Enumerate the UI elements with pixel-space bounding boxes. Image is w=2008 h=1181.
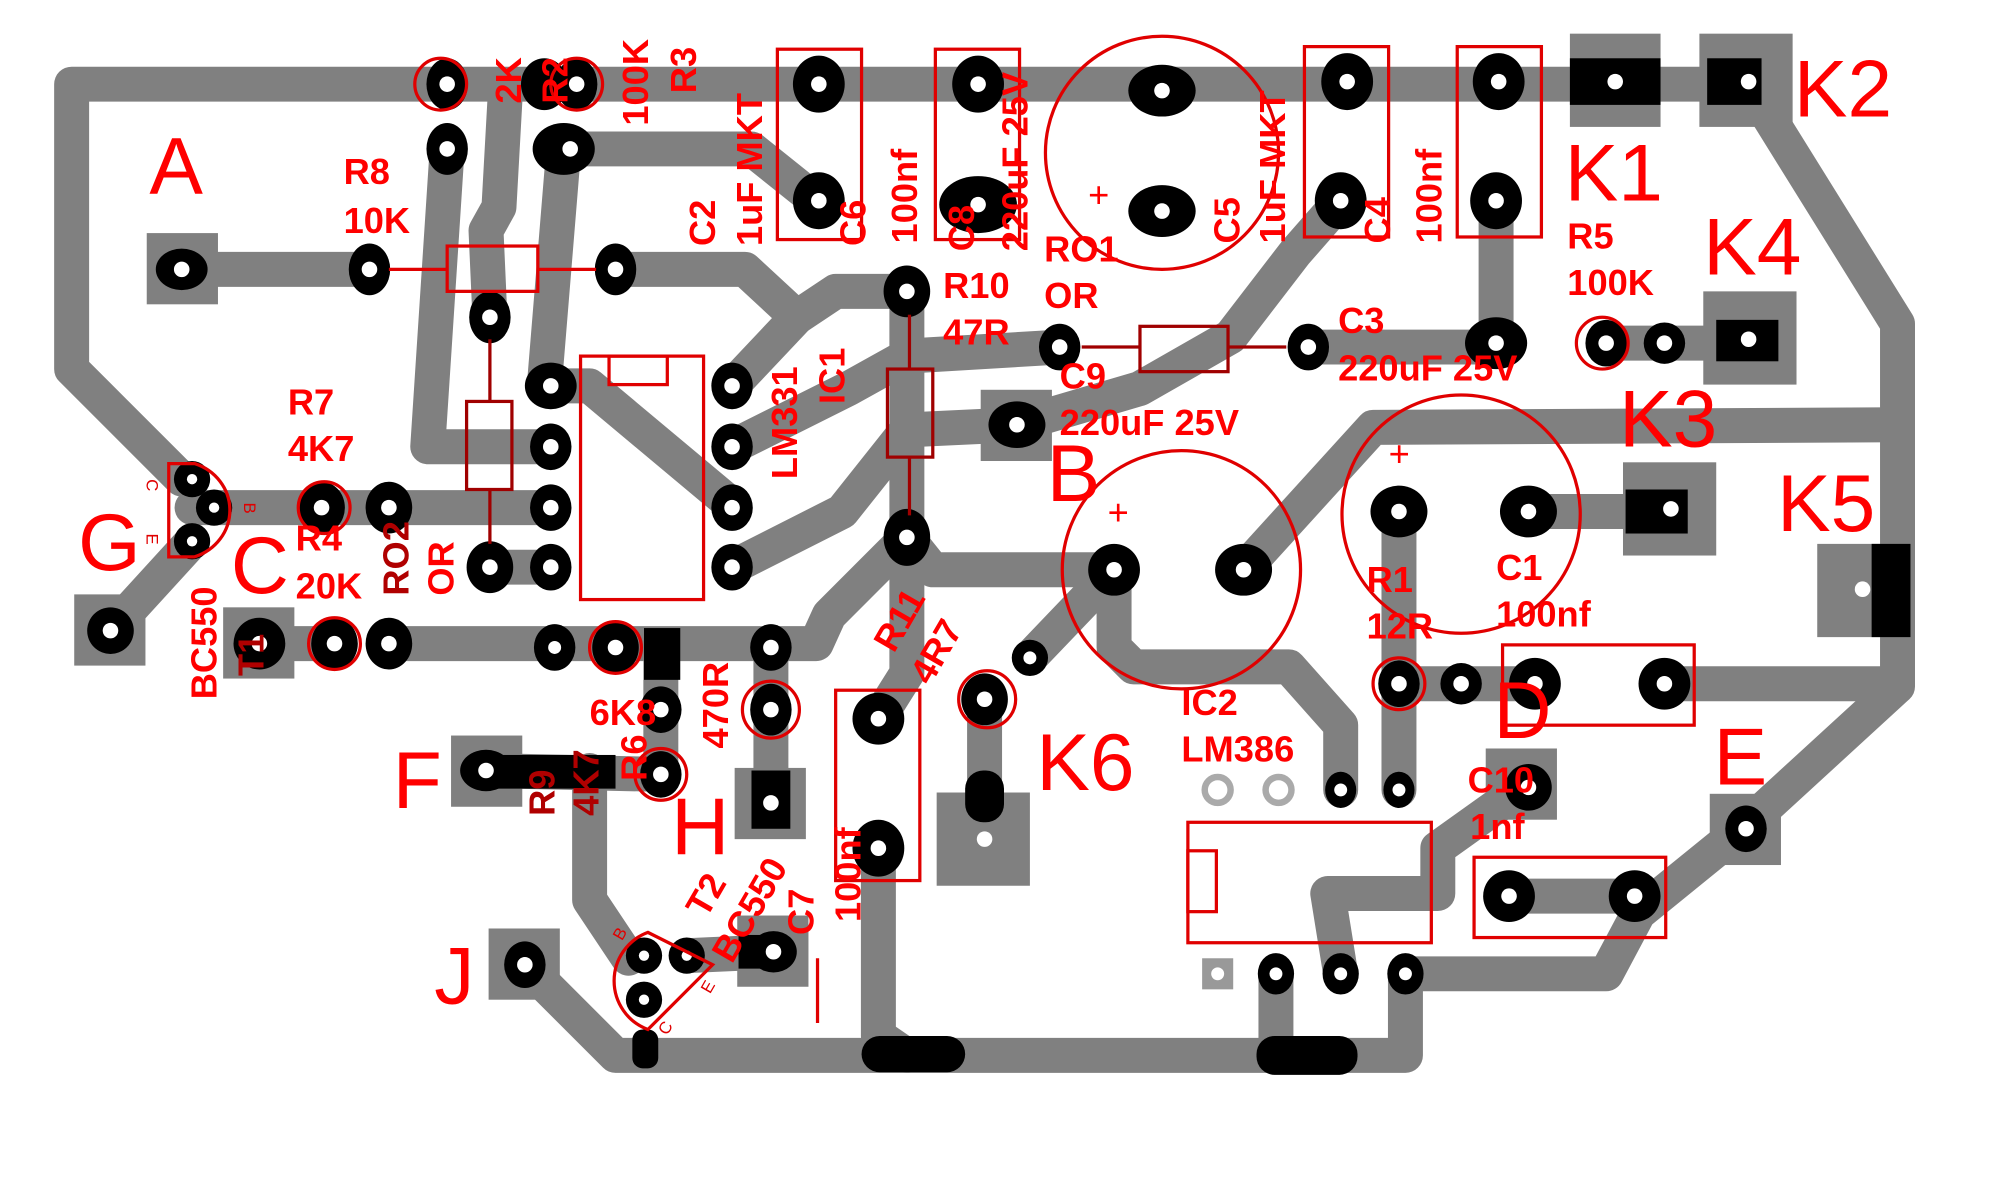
silkscreen-label: 4K7 xyxy=(288,428,355,469)
silkscreen-label: T1 xyxy=(230,634,271,676)
silkscreen-label: 100nf xyxy=(1409,148,1450,244)
silkscreen-label: 1uF MKT xyxy=(729,93,770,246)
silkscreen-label: C xyxy=(143,479,162,491)
silkscreen-label: 470R xyxy=(695,662,736,749)
silkscreen-label: 4K7 xyxy=(566,749,607,816)
silkscreen-label: IC1 xyxy=(812,348,853,404)
pads xyxy=(87,53,1911,1075)
connector-labels: A G C F H J B K6 D E K1 K2 K4 K3 K5 I xyxy=(78,45,1892,1022)
silkscreen-label: R6 xyxy=(614,735,655,781)
silkscreen-label: 47R xyxy=(943,311,1010,352)
silkscreen-label: C3 xyxy=(1338,300,1384,341)
silkscreen-label: OR xyxy=(1044,275,1098,316)
label-k1: K1 xyxy=(1565,129,1663,219)
silkscreen-label: 2K xyxy=(488,57,529,103)
label-j: J xyxy=(434,932,474,1022)
silkscreen-label: B xyxy=(240,502,259,513)
silkscreen-label: 100nf xyxy=(1496,594,1592,635)
silkscreen-label: 220uF 25V xyxy=(1060,402,1239,443)
silkscreen-label: R8 xyxy=(344,151,390,192)
silkscreen-label: 100K xyxy=(1567,262,1654,303)
silkscreen-label: R1 xyxy=(1367,559,1413,600)
silkscreen-label: R4 xyxy=(296,517,342,558)
silkscreen-label: 220uF 25V xyxy=(1338,348,1517,389)
label-k2: K2 xyxy=(1794,45,1892,135)
label-d: D xyxy=(1493,666,1551,756)
silkscreen-label: + xyxy=(1088,174,1109,215)
silkscreen-label: IC2 xyxy=(1181,682,1237,723)
silkscreen-label: 100nf xyxy=(884,148,925,244)
silkscreen-label: R3 xyxy=(663,47,704,93)
label-f: F xyxy=(393,736,442,826)
label-k3: K3 xyxy=(1619,375,1717,465)
silkscreen-label: 20K xyxy=(296,565,363,606)
silkscreen-label: 6K8 xyxy=(590,692,657,733)
silkscreen xyxy=(167,34,1696,1032)
silkscreen-label: R7 xyxy=(288,381,334,422)
silkscreen-label: LM386 xyxy=(1181,728,1294,769)
silkscreen-label: 100K xyxy=(615,39,656,126)
silkscreen-label: E xyxy=(143,534,162,545)
silkscreen-label: C7 xyxy=(781,889,822,935)
silkscreen-label: C9 xyxy=(1060,355,1106,396)
silkscreen-label: 220uF 25V xyxy=(994,72,1035,251)
silkscreen-label: C5 xyxy=(1207,197,1248,243)
label-b: B xyxy=(1047,429,1101,519)
silkscreen-label: LM331 xyxy=(764,366,805,479)
silkscreen-label: OR xyxy=(421,541,462,595)
label-a: A xyxy=(149,122,203,212)
silkscreen-label: 12R xyxy=(1367,605,1434,646)
silkscreen-label: C xyxy=(654,1018,677,1038)
label-g: G xyxy=(78,498,140,588)
silkscreen-label: + xyxy=(1389,433,1410,474)
silkscreen-label: BC550 xyxy=(184,586,225,699)
silkscreen-label: E xyxy=(697,977,719,996)
label-k6: K6 xyxy=(1036,718,1134,808)
silkscreen-label: R9 xyxy=(522,769,563,815)
silkscreen-label: C1 xyxy=(1496,547,1542,588)
label-e: E xyxy=(1714,713,1768,803)
silkscreen-label: 1nf xyxy=(1470,806,1525,847)
label-k4: K4 xyxy=(1703,203,1801,293)
label-k5: K5 xyxy=(1777,459,1875,549)
silkscreen-label: RO1 xyxy=(1044,229,1119,270)
silkscreen-label: 100nf xyxy=(827,826,868,922)
label-c: C xyxy=(231,521,289,611)
silkscreen-label: C4 xyxy=(1357,197,1398,243)
silkscreen-label: R10 xyxy=(943,265,1010,306)
silkscreen-label: C10 xyxy=(1468,760,1535,801)
label-h: H xyxy=(671,783,729,873)
silkscreen-label: C2 xyxy=(682,200,723,246)
silkscreen-label: + xyxy=(1108,491,1129,532)
silkscreen-label: R2 xyxy=(535,57,576,103)
silkscreen-label: RO2 xyxy=(375,521,416,596)
component-labels: R8 10K R7 4K7 R4 20K RO2 OR 2K R2 100K R3 C… xyxy=(143,39,1654,1038)
silkscreen-label: C8 xyxy=(941,205,982,251)
silkscreen-label: R5 xyxy=(1567,216,1613,257)
silkscreen-label: 10K xyxy=(344,200,411,241)
silkscreen-label: 1uF MKT xyxy=(1252,90,1293,243)
silkscreen-label: C6 xyxy=(832,200,873,246)
